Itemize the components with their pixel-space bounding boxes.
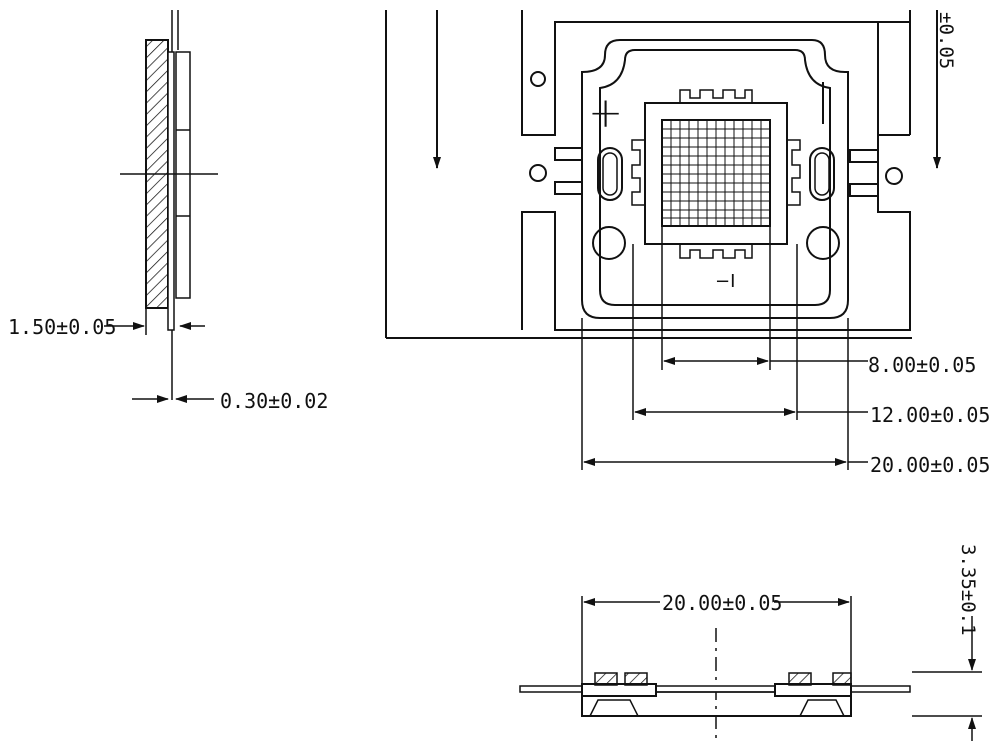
bottom-width-label: 20.00±0.05 bbox=[662, 591, 782, 615]
right-pad-bottom bbox=[849, 183, 879, 197]
lower-right-circle bbox=[806, 226, 840, 260]
mounting-hole-left bbox=[529, 164, 547, 182]
plus-polarity-mark: + bbox=[588, 88, 623, 137]
mounting-hole-right bbox=[885, 167, 903, 185]
board-outline-top bbox=[521, 10, 911, 136]
copper-frame-inner bbox=[599, 49, 831, 306]
die-frame bbox=[644, 102, 788, 245]
right-pad-top bbox=[849, 149, 879, 163]
left-solder-pad-1 bbox=[594, 672, 618, 686]
top-tolerance-label: ±0.05 bbox=[935, 12, 957, 69]
lower-left-circle bbox=[592, 226, 626, 260]
bottom-view: 20.00±0.05 3.35±0.1 bbox=[519, 544, 982, 741]
dim-8mm-label: 8.00±0.05 bbox=[868, 353, 976, 377]
right-slot bbox=[809, 147, 835, 201]
dim-20mm-label: 20.00±0.05 bbox=[870, 453, 990, 477]
left-solder-pad-2 bbox=[624, 672, 648, 686]
bottom-polarity-mark: −I bbox=[715, 271, 735, 292]
side-view-layer bbox=[167, 51, 175, 331]
layer-dimension-label: 0.30±0.02 bbox=[220, 389, 328, 413]
left-pad-bottom bbox=[554, 181, 583, 195]
copper-frame bbox=[581, 39, 849, 319]
dim-12mm-label: 12.00±0.05 bbox=[870, 403, 990, 427]
right-solder-pad-2 bbox=[832, 672, 852, 686]
right-solder-pad-1 bbox=[788, 672, 812, 686]
alignment-hole-top-left bbox=[530, 71, 546, 87]
bottom-height-label: 3.35±0.1 bbox=[957, 544, 979, 636]
board-outline-right bbox=[521, 22, 911, 331]
front-view: ±0.05 + −I bbox=[385, 10, 990, 477]
side-view-lens bbox=[175, 51, 191, 299]
bottom-body bbox=[581, 696, 852, 717]
side-view: 1.50±0.05 0.30±0.02 bbox=[8, 10, 328, 413]
left-pad-top bbox=[554, 147, 583, 161]
thickness-dimension-label: 1.50±0.05 bbox=[8, 315, 116, 339]
led-die-grid bbox=[662, 120, 770, 226]
left-slot bbox=[597, 147, 623, 201]
